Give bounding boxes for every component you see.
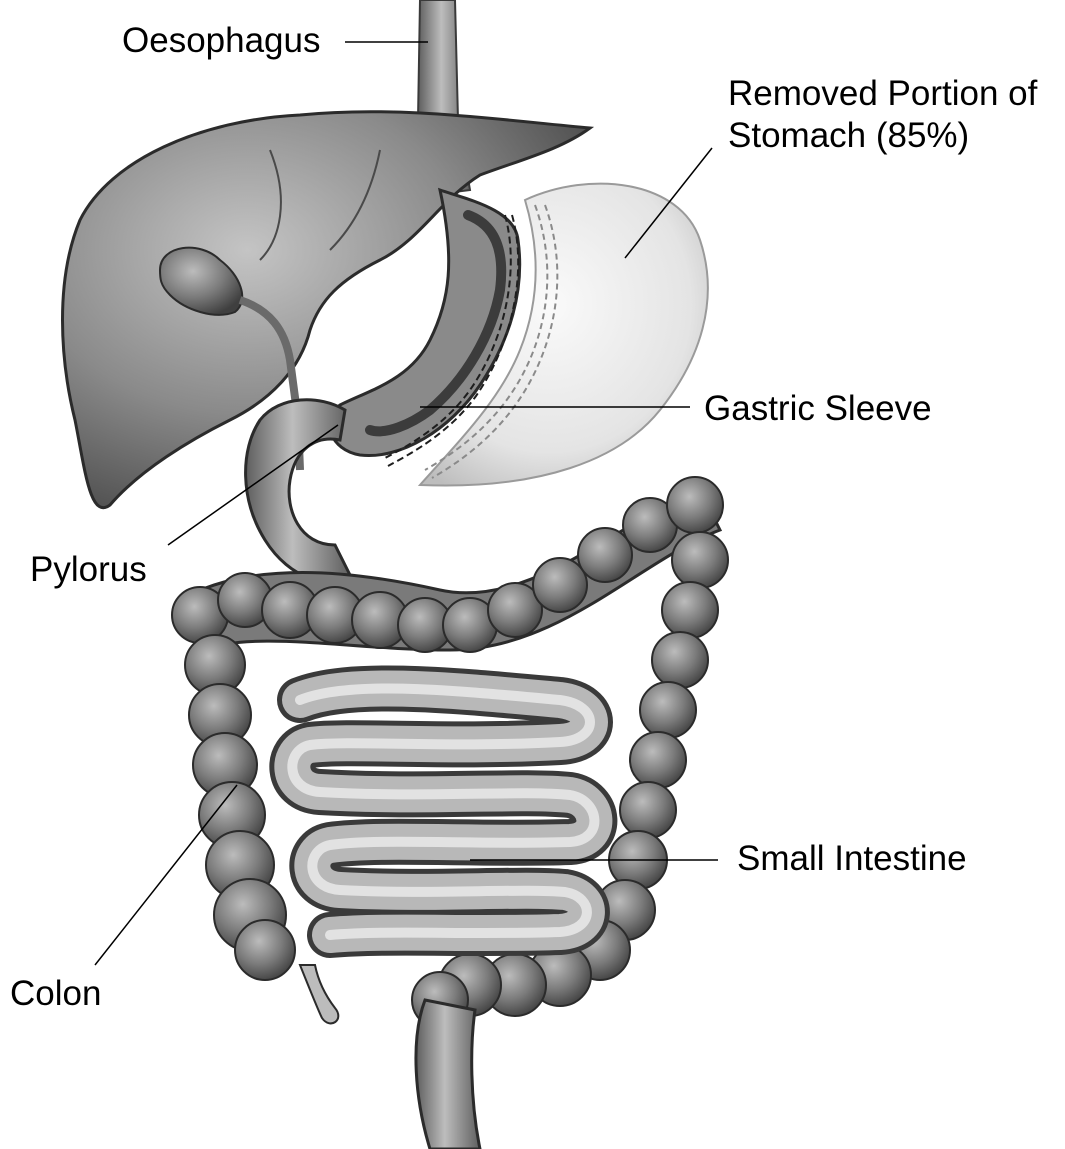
label-removed-line1: Removed Portion of [728,73,1037,115]
label-gastric-sleeve: Gastric Sleeve [704,388,932,430]
label-pylorus: Pylorus [30,549,147,591]
label-removed-portion-of-stomach: Removed Portion of Stomach (85%) [728,73,1037,157]
small-intestine-shape [292,688,594,935]
label-oesophagus: Oesophagus [122,20,320,62]
label-small-intestine: Small Intestine [737,838,967,880]
label-colon: Colon [10,973,101,1015]
rectum-shape [416,1000,480,1149]
appendix-shape [300,965,338,1023]
label-removed-line2: Stomach (85%) [728,115,1037,157]
